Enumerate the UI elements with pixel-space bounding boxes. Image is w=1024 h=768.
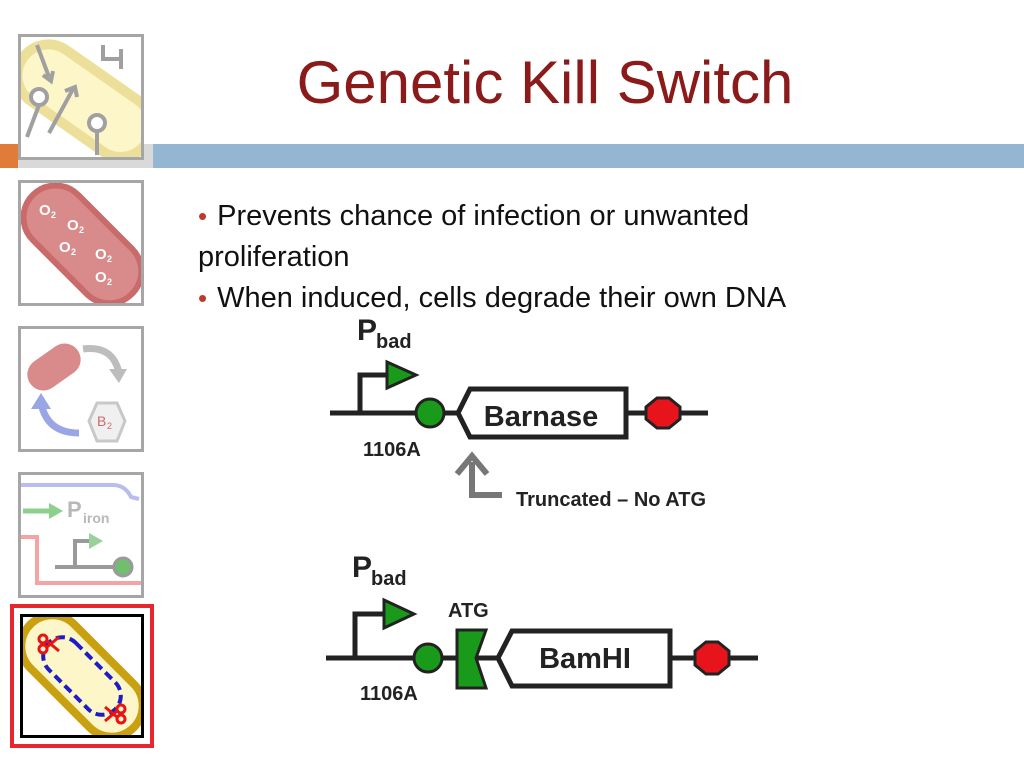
oxygen-sub: 2 — [107, 277, 112, 287]
terminator-octagon — [644, 396, 682, 430]
bullet-item: • When induced, cells degrade their own D… — [198, 278, 958, 319]
gene-box — [495, 628, 673, 689]
rule-accent-blue — [153, 144, 1024, 168]
oxygen-label: O — [59, 239, 71, 256]
rbs-label: 1106A — [360, 683, 418, 705]
slide-title: Genetic Kill Switch — [296, 49, 794, 116]
thumbnail-oxygen-cell[interactable]: O 2 O 2 O 2 O 2 O 2 — [18, 180, 144, 306]
construct-barnase: P bad Barnase 1106A Truncated – No ATG — [330, 314, 708, 511]
terminator-octagon — [693, 640, 731, 676]
oxygen-sub: 2 — [51, 210, 56, 220]
oxygen-label: O — [95, 246, 107, 263]
piron-label: P — [67, 497, 82, 522]
b2-sub: 2 — [107, 421, 112, 431]
bullet-dot: • — [198, 283, 208, 313]
truncation-arrow-icon — [469, 462, 502, 498]
oxygen-label: O — [67, 217, 79, 234]
oxygen-cell-icon: O 2 O 2 O 2 O 2 O 2 — [21, 183, 141, 303]
arrow-head-icon — [454, 451, 490, 476]
bullet-text: Prevents chance of infection or unwanted — [217, 200, 750, 232]
start-codon-label: ATG — [448, 600, 489, 622]
thumbnail-cycle[interactable]: B 2 — [18, 326, 144, 452]
piron-circuit-icon: P iron — [21, 483, 141, 585]
promoter-sub: bad — [371, 568, 407, 590]
oxygen-sub: 2 — [71, 247, 76, 257]
rule-accent-orange — [0, 144, 18, 168]
bullet-dot: • — [198, 201, 208, 231]
oxygen-label: O — [95, 269, 107, 286]
promoter-arrow — [382, 597, 418, 631]
scissors-icon — [37, 633, 60, 655]
cell-circuit-icon — [21, 39, 141, 157]
promoter-stem — [357, 372, 388, 413]
promoter-sub: bad — [376, 331, 412, 353]
rbs-circle — [412, 642, 444, 674]
gene-label: BamHI — [539, 643, 631, 675]
bullet-item-continued: proliferation — [198, 241, 350, 273]
oxygen-sub: 2 — [107, 254, 112, 264]
b2-label: B — [97, 413, 106, 429]
thumbnail-cell-circuit[interactable] — [18, 34, 144, 160]
construct-bamhi: P bad ATG BamHI 1106A — [326, 551, 758, 705]
start-codon-block — [455, 628, 489, 690]
thumbnail-kill-switch-frame — [17, 611, 147, 741]
promoter-arrow — [385, 359, 420, 391]
promoter-label: P — [352, 551, 372, 584]
bullet-list: • Prevents chance of infection or unwante… — [198, 196, 958, 319]
piron-sub: iron — [83, 510, 109, 526]
truncation-annotation: Truncated – No ATG — [516, 489, 706, 511]
oxygen-sub: 2 — [79, 225, 84, 235]
rbs-circle — [414, 397, 446, 429]
promoter-stem — [352, 611, 385, 658]
bullet-text: When induced, cells degrade their own DN… — [217, 282, 787, 314]
kill-switch-cell-icon — [17, 611, 147, 741]
thumbnail-kill-switch-selected[interactable] — [10, 604, 154, 748]
thumbnail-piron-circuit[interactable]: P iron — [18, 472, 144, 598]
bullet-item: • Prevents chance of infection or unwante… — [198, 196, 958, 237]
gene-box — [455, 386, 629, 440]
oxygen-label: O — [39, 202, 51, 219]
scissors-icon — [104, 703, 127, 725]
cycle-icon: B 2 — [27, 343, 127, 443]
gene-label: Barnase — [484, 401, 598, 433]
rbs-label: 1106A — [363, 439, 421, 461]
